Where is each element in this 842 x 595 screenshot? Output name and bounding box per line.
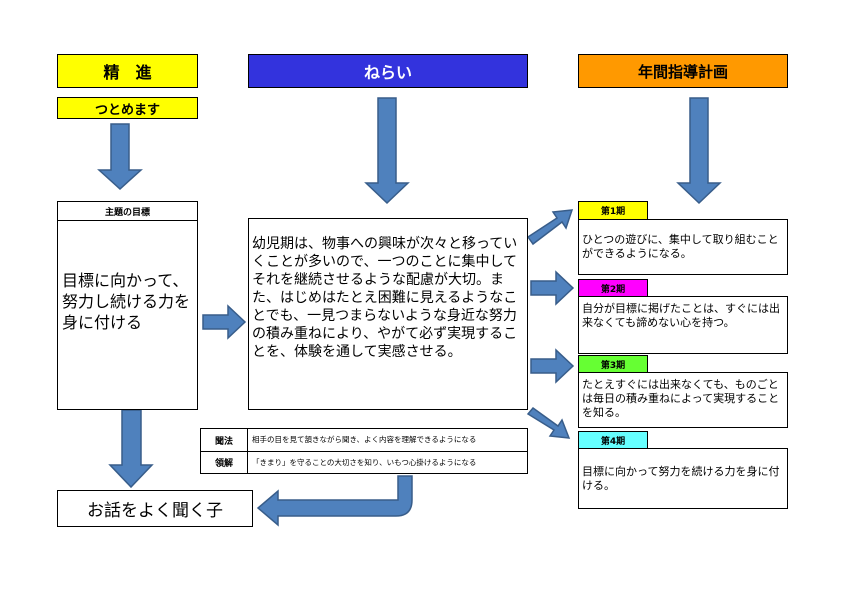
theme-box-title: 主題の目標 [58, 202, 197, 221]
arrow-down-right [676, 97, 722, 205]
term1-label: 第1期 [600, 207, 626, 217]
nerai-text: 幼児期は、物事への興味が次々と移っていくことが多いので、一つのことに集中してそれ… [252, 236, 518, 360]
arrow-to-term2 [530, 270, 575, 306]
header-nerai: ねらい [248, 54, 528, 88]
arrow-down-result [108, 409, 154, 489]
nerai-box: 幼児期は、物事への興味が次々と移っていくことが多いので、一つのことに集中してそれ… [248, 218, 528, 410]
table-row-text: 相手の目を見て頷きながら聞き、よく内容を理解できるようになる [252, 435, 477, 444]
arrow-right-theme [202, 304, 247, 340]
theme-box: 主題の目標 目標に向かって、努力し続ける力を身に付ける [57, 201, 198, 410]
practice-table: 聞法 相手の目を見て頷きながら聞き、よく内容を理解できるようになる 領解 「きま… [200, 428, 528, 474]
arrow-to-term4 [526, 406, 571, 439]
term1-text: ひとつの遊びに、集中して取り組むことができるようになる。 [582, 233, 779, 260]
term1-box: ひとつの遊びに、集中して取り組むことができるようになる。 [578, 219, 788, 275]
term2-label-box: 第2期 [578, 279, 648, 296]
header-seishin-label: 精 進 [103, 63, 152, 82]
sub-header-label: つとめます [94, 102, 160, 118]
term2-label: 第2期 [600, 284, 626, 295]
term4-text: 目標に向かって努力を続ける力を身に付ける。 [582, 465, 780, 492]
table-row-label: 聞法 [201, 429, 248, 451]
term3-label-box: 第3期 [578, 355, 648, 372]
arrow-to-term3 [530, 348, 575, 384]
arrow-down-left [97, 123, 143, 191]
term3-box: たとえすぐには出来なくても、ものごとは毎日の積み重ねによって実現することを知る。 [578, 372, 788, 428]
arrow-to-term1 [526, 209, 574, 246]
term4-label-box: 第4期 [578, 431, 648, 448]
result-text: お話をよく聞く子 [87, 501, 223, 521]
table-row-label: 領解 [201, 452, 248, 473]
arrow-uturn [256, 475, 413, 527]
header-nenkan-label: 年間指導計画 [637, 62, 728, 81]
term2-text: 自分が目標に掲げたことは、すぐには出来なくても諦めない心を持つ。 [582, 302, 780, 329]
theme-box-text: 目標に向かって、努力し続ける力を身に付ける [62, 271, 191, 332]
result-box: お話をよく聞く子 [57, 490, 253, 527]
term3-text: たとえすぐには出来なくても、ものごとは毎日の積み重ねによって実現することを知る。 [582, 378, 780, 419]
term3-label: 第3期 [600, 360, 626, 371]
sub-header: つとめます [57, 97, 198, 119]
header-seishin: 精 進 [57, 54, 198, 88]
term4-label: 第4期 [600, 436, 626, 447]
term2-box: 自分が目標に掲げたことは、すぐには出来なくても諦めない心を持つ。 [578, 296, 788, 354]
term4-box: 目標に向かって努力を続ける力を身に付ける。 [578, 448, 788, 509]
term1-label-box: 第1期 [578, 201, 648, 219]
table-row-text: 「きまり」を守ることの大切さを知り、いもつ心掛けるようになる [252, 458, 477, 467]
header-nerai-label: ねらい [363, 63, 412, 82]
table-row: 領解 「きまり」を守ることの大切さを知り、いもつ心掛けるようになる [201, 452, 527, 473]
arrow-down-center [364, 97, 410, 205]
header-nenkan: 年間指導計画 [578, 54, 788, 88]
table-row: 聞法 相手の目を見て頷きながら聞き、よく内容を理解できるようになる [201, 429, 527, 452]
